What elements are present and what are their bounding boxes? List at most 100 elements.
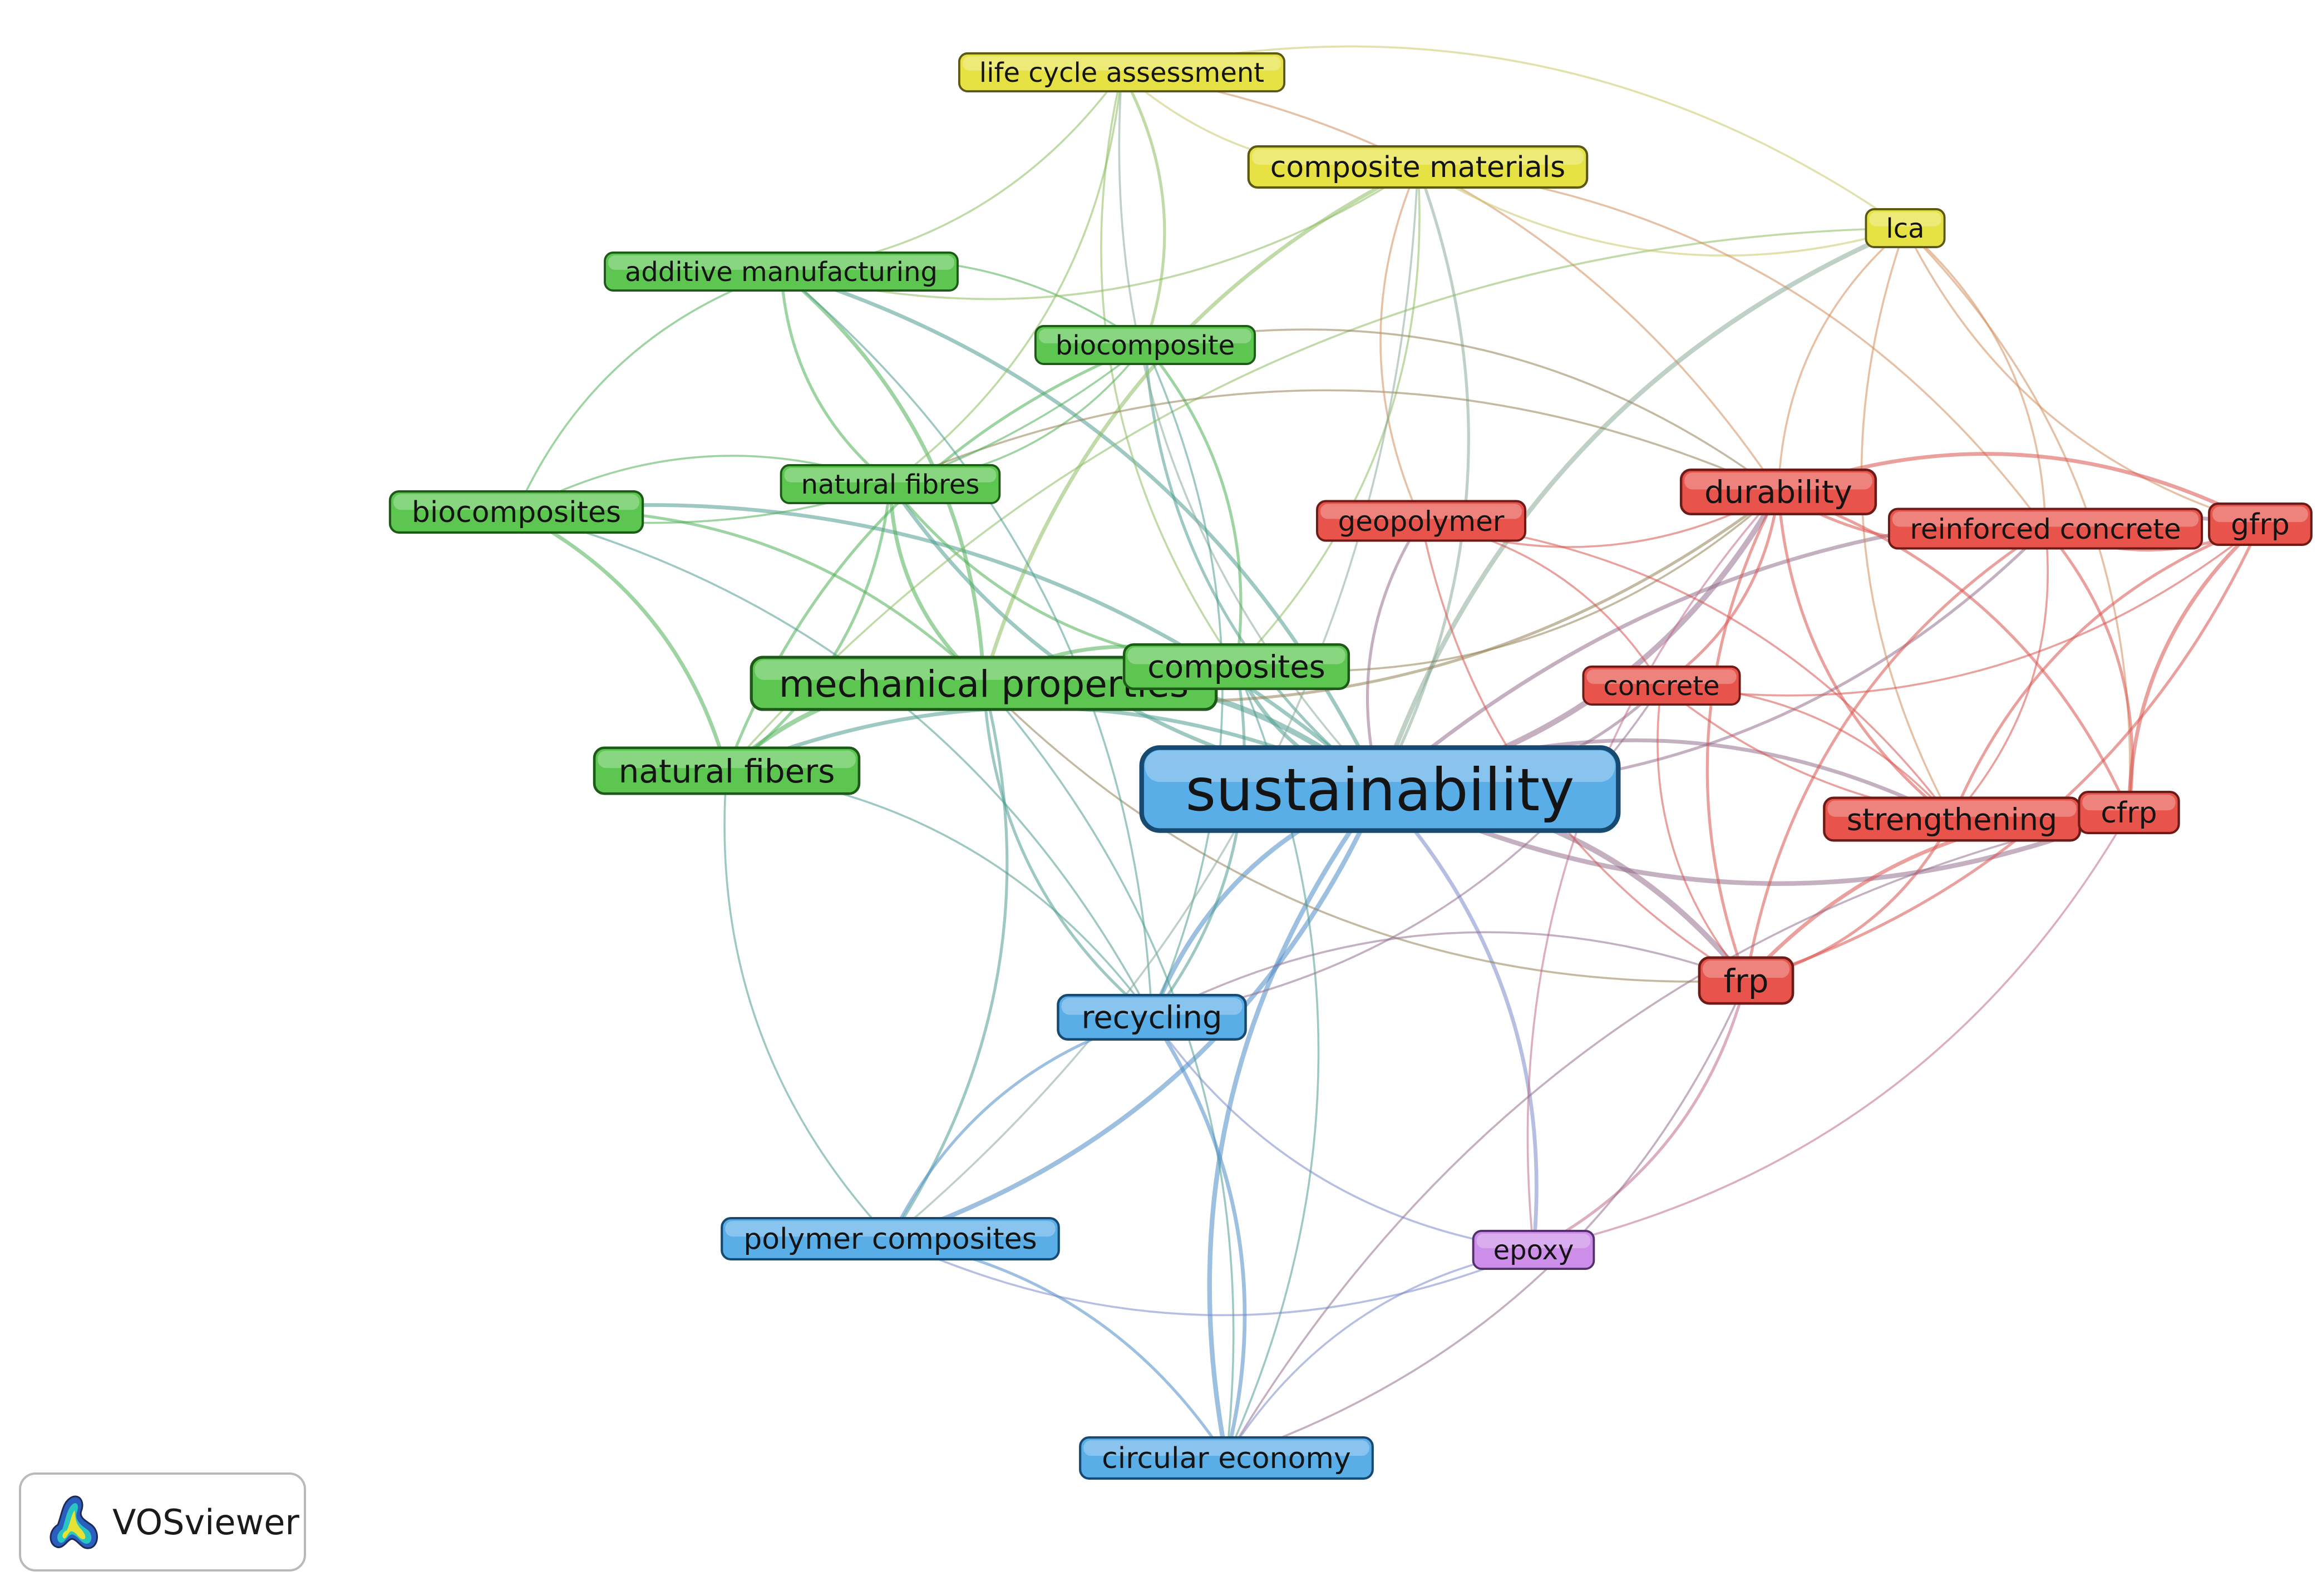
link-durability-strengthening (1777, 491, 1953, 821)
node-gloss (1702, 960, 1790, 978)
vosviewer-brand-name: VOSviewer (112, 1501, 299, 1543)
link-durability-concrete (1660, 491, 1780, 687)
link-composite_materials-geopolymer (1379, 166, 1422, 521)
link-sustainability-circular_economy (1207, 787, 1382, 1459)
node-gloss (962, 56, 1281, 71)
link-mechanical_properties-frp (983, 682, 1747, 983)
node-box (1247, 145, 1589, 189)
link-composites-life_cycle_assessment (1100, 72, 1238, 668)
link-natural_fibres-life_cycle_assessment (889, 72, 1123, 485)
node-strengthening[interactable]: strengthening (1823, 796, 2081, 842)
link-durability-epoxy (1526, 491, 1779, 1250)
link-sustainability-polymer_composites (889, 788, 1382, 1241)
node-gfrp[interactable]: gfrp (2208, 503, 2313, 546)
link-durability-cfrp (1778, 490, 2131, 814)
link-lca-gfrp (1904, 228, 2261, 525)
node-label: life cycle assessment (979, 57, 1264, 88)
node-gloss (393, 494, 640, 510)
node-box (958, 52, 1286, 93)
node-box (1698, 956, 1795, 1005)
node-biocomposite[interactable]: biocomposite (1034, 324, 1256, 365)
node-additive-manufacturing[interactable]: additive manufacturing (604, 252, 959, 292)
node-gloss (1892, 511, 2199, 527)
node-epoxy[interactable]: epoxy (1472, 1229, 1595, 1270)
node-durability[interactable]: durability (1679, 468, 1877, 515)
link-circular_economy-epoxy (1225, 1249, 1534, 1459)
node-recycling[interactable]: recycling (1057, 993, 1247, 1041)
node-life-cycle-assessment[interactable]: life cycle assessment (958, 52, 1286, 93)
node-gloss (755, 660, 1213, 680)
node-label: cfrp (2101, 796, 2157, 830)
node-label: epoxy (1493, 1235, 1574, 1266)
link-sustainability-lca (1378, 226, 1906, 790)
link-reinforced_concrete-cfrp (2044, 528, 2134, 813)
node-label: frp (1723, 962, 1768, 1000)
link-composites-composite_materials (1235, 166, 1421, 668)
link-composites-recycling (1150, 666, 1246, 1018)
node-frp[interactable]: frp (1698, 956, 1795, 1005)
node-box (780, 464, 1001, 504)
node-gloss (1586, 669, 1737, 684)
node-label: composites (1147, 649, 1325, 686)
node-label: recycling (1081, 1000, 1222, 1036)
node-circular-economy[interactable]: circular economy (1079, 1436, 1374, 1480)
node-mechanical-properties[interactable]: mechanical properties (750, 656, 1218, 711)
link-sustainability-natural_fibres (889, 483, 1381, 791)
node-gloss (784, 467, 997, 482)
node-gloss (725, 1221, 1056, 1237)
node-box (593, 746, 861, 795)
node-box (604, 252, 959, 292)
node-label: natural fibers (619, 752, 835, 790)
node-reinforced-concrete[interactable]: reinforced concrete (1887, 508, 2203, 550)
node-label: gfrp (2231, 508, 2290, 541)
link-natural_fibers-biocomposites (515, 510, 729, 771)
link-lca-reinforced_concrete (1904, 227, 2047, 529)
link-reinforced_concrete-frp (1744, 527, 2047, 981)
node-cfrp[interactable]: cfrp (2078, 790, 2180, 834)
node-label: reinforced concrete (1910, 513, 2181, 545)
node-box (1865, 208, 1946, 249)
node-polymer-composites[interactable]: polymer composites (721, 1217, 1060, 1261)
link-mechanical_properties-circular_economy (983, 682, 1235, 1459)
link-gfrp-cfrp (2127, 523, 2262, 813)
node-composite-materials[interactable]: composite materials (1247, 145, 1589, 189)
node-gloss (1061, 998, 1243, 1015)
node-sustainability[interactable]: sustainability (1139, 745, 1621, 833)
node-label: durability (1704, 475, 1852, 511)
node-gloss (1827, 800, 2077, 817)
node-box (2078, 790, 2180, 834)
link-frp-circular_economy (1226, 980, 1747, 1459)
node-biocomposites[interactable]: biocomposites (388, 490, 644, 534)
link-sustainability-cfrp (1379, 787, 2130, 886)
link-natural_fibres-additive_manufacturing (780, 271, 891, 486)
node-geopolymer[interactable]: geopolymer (1316, 500, 1526, 542)
node-label: concrete (1603, 671, 1719, 702)
node-gloss (1476, 1233, 1591, 1248)
node-label: strengthening (1847, 802, 2057, 838)
node-gloss (1320, 504, 1522, 519)
link-natural_fibres-durability (890, 389, 1779, 493)
node-gloss (1684, 472, 1872, 490)
node-box (1122, 643, 1350, 690)
vosviewer-badge: VOSviewer (19, 1472, 306, 1572)
node-label: biocomposite (1056, 330, 1235, 361)
node-label: sustainability (1185, 756, 1574, 824)
link-natural_fibers-lca (726, 227, 1906, 772)
node-lca[interactable]: lca (1865, 208, 1946, 249)
vosviewer-logo-icon (50, 1495, 98, 1549)
node-composites[interactable]: composites (1122, 643, 1350, 690)
link-gfrp-concrete (1661, 523, 2261, 697)
node-label: lca (1886, 213, 1924, 244)
node-concrete[interactable]: concrete (1582, 666, 1741, 706)
node-label: additive manufacturing (625, 257, 938, 288)
node-label: polymer composites (743, 1223, 1037, 1256)
link-recycling-circular_economy (1150, 1016, 1247, 1459)
link-mechanical_properties-polymer_composites (889, 683, 1009, 1240)
node-box (388, 490, 644, 534)
node-label: circular economy (1102, 1442, 1351, 1475)
node-natural-fibres[interactable]: natural fibres (780, 464, 1001, 504)
link-composites-biocomposite (1143, 344, 1243, 667)
node-natural-fibers[interactable]: natural fibers (593, 746, 861, 795)
node-box (1034, 324, 1256, 365)
